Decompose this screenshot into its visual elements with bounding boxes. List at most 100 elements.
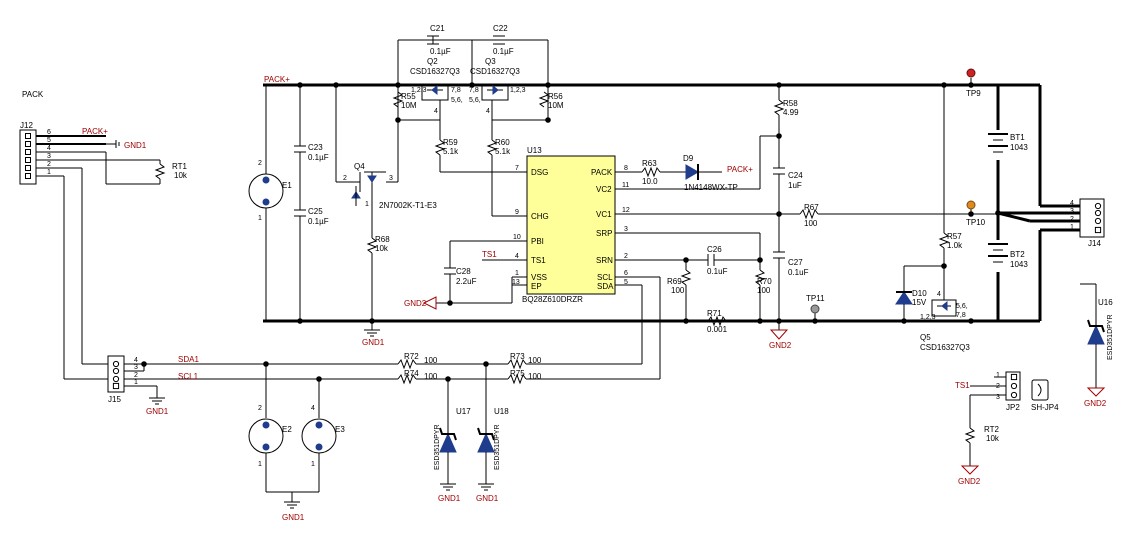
- q3-part: CSD16327Q3: [470, 67, 520, 76]
- r56-resistor: [538, 91, 550, 108]
- u13-pin-vc2-name: VC2: [596, 185, 612, 194]
- q5-gate-pin: 4: [937, 291, 941, 298]
- r60-ref: R60: [495, 138, 510, 147]
- j14-pin2: 2: [1070, 216, 1074, 223]
- r67-ref: R67: [804, 203, 819, 212]
- gnd1-u17-label: GND1: [438, 494, 461, 503]
- r69-ref: R69: [667, 277, 682, 286]
- jp2-ref: JP2: [1006, 403, 1020, 412]
- j12-pin2: 2: [47, 161, 51, 168]
- r55-value: 10M: [401, 101, 417, 110]
- r73-ref: R73: [510, 352, 525, 361]
- pack-plus-j12-label: PACK+: [82, 127, 108, 136]
- q3-pins-56: 5,6,: [469, 97, 481, 104]
- gnd1-q4-label: GND1: [362, 338, 385, 347]
- e3-ref: E3: [335, 425, 345, 434]
- u13-pin-vss-name: VSS: [531, 273, 547, 282]
- j12-pin1: 1: [47, 169, 51, 176]
- u13-ic: [526, 155, 616, 295]
- ts1-u13-label: TS1: [482, 250, 497, 259]
- r60-value: 5.1k: [495, 147, 511, 156]
- q3-gate-pin: 4: [486, 108, 490, 115]
- e3-pin1: 1: [311, 461, 315, 468]
- u13-pin-pack-num: 8: [624, 165, 628, 172]
- u13-pin-ep-num: 13: [512, 279, 520, 286]
- r56-value: 10M: [548, 101, 564, 110]
- tp11-ref: TP11: [806, 294, 825, 303]
- j15-pin2: 2: [134, 372, 138, 379]
- gnd1-u18-label: GND1: [476, 494, 499, 503]
- q3-pins-78: 7,8: [469, 87, 479, 94]
- r59-value: 5.1k: [443, 147, 459, 156]
- r68-value: 10k: [375, 244, 389, 253]
- q2-gate-pin: 4: [434, 108, 438, 115]
- c26-value: 0.1uF: [707, 267, 728, 276]
- r71-ref: R71: [707, 309, 722, 318]
- u13-pin-srp-name: SRP: [596, 229, 612, 238]
- scl1-label: SCL1: [178, 372, 199, 381]
- j14-pin4: 4: [1070, 200, 1074, 207]
- u13-pin-srn-num: 2: [624, 253, 628, 260]
- c28-value: 2.2uF: [456, 277, 477, 286]
- r75-value: 100: [528, 372, 542, 381]
- q5-pins-56: 5,6,: [956, 303, 968, 310]
- e1-pin1: 1: [258, 215, 262, 222]
- u13-pin-scl-num: 6: [624, 270, 628, 277]
- rt1-ref: RT1: [172, 162, 188, 171]
- e1-ref: E1: [282, 181, 292, 190]
- bt2-cell: [988, 243, 1008, 263]
- q5-pins-123: 1,2,3: [920, 314, 936, 321]
- r75-ref: R75: [510, 369, 525, 378]
- d10-ref: D10: [912, 289, 927, 298]
- c22-ref: C22: [493, 24, 508, 33]
- u13-pin-pack-name: PACK: [591, 168, 613, 177]
- u13-pin-chg-name: CHG: [531, 212, 549, 221]
- left-rail: [265, 85, 306, 321]
- i2c-route: [636, 276, 661, 379]
- u17-part: ESD351DPYR: [434, 424, 441, 470]
- q5-part: CSD16327Q3: [920, 343, 970, 352]
- e2-ref: E2: [282, 425, 292, 434]
- q5-pins-78: 7,8: [956, 312, 966, 319]
- ts1-jp2-label: TS1: [955, 381, 970, 390]
- gnd2-c26-label: GND2: [769, 341, 792, 350]
- gnd2-u16-label: GND2: [1084, 399, 1107, 408]
- c27-value: 0.1uF: [788, 268, 809, 277]
- j14-connector: [1079, 198, 1105, 238]
- q4-part: 2N7002K-T1-E3: [379, 201, 437, 210]
- j14-ref: J14: [1088, 239, 1101, 248]
- r72-value: 100: [424, 356, 438, 365]
- r72-ref: R72: [404, 352, 419, 361]
- q4-pin1: 1: [365, 201, 369, 208]
- c21-ref: C21: [430, 24, 445, 33]
- q2-pins-123: 1,2,3: [411, 87, 427, 94]
- e2-pin1: 1: [258, 461, 262, 468]
- r55-resistor: [392, 91, 404, 108]
- bt1-value: 1043: [1010, 143, 1028, 152]
- u13-pin-ts1-name: TS1: [531, 256, 546, 265]
- u16-part: ESD351DPYR: [1107, 314, 1114, 360]
- d10-value: 15V: [912, 298, 927, 307]
- q3-mosfet: [481, 83, 509, 106]
- d9-part: 1N4148WX-TP: [684, 183, 738, 192]
- r63-ref: R63: [642, 159, 657, 168]
- pack-plus-d9-label: PACK+: [727, 165, 753, 174]
- c24-value: 1uF: [788, 181, 802, 190]
- sda1-label: SDA1: [178, 355, 199, 364]
- u13-pin-srp-num: 3: [624, 226, 628, 233]
- pbi-c28: [422, 240, 513, 310]
- r60-resistor: [486, 139, 512, 217]
- c23-value: 0.1µF: [308, 153, 329, 162]
- bt2-value: 1043: [1010, 260, 1028, 269]
- i2c-resistors: [397, 358, 660, 385]
- tp11-point: [810, 304, 820, 321]
- c27-ref: C27: [788, 258, 803, 267]
- r56-ref: R56: [548, 92, 563, 101]
- q4-pin2: 2: [343, 175, 347, 182]
- tp10-ref: TP10: [966, 218, 986, 227]
- r59-ref: R59: [443, 138, 458, 147]
- gnd2-rt2-label: GND2: [958, 477, 981, 486]
- c25-ref: C25: [308, 207, 323, 216]
- r68-resistor: [366, 237, 378, 321]
- u13-pin-scl-name: SCL: [597, 273, 613, 282]
